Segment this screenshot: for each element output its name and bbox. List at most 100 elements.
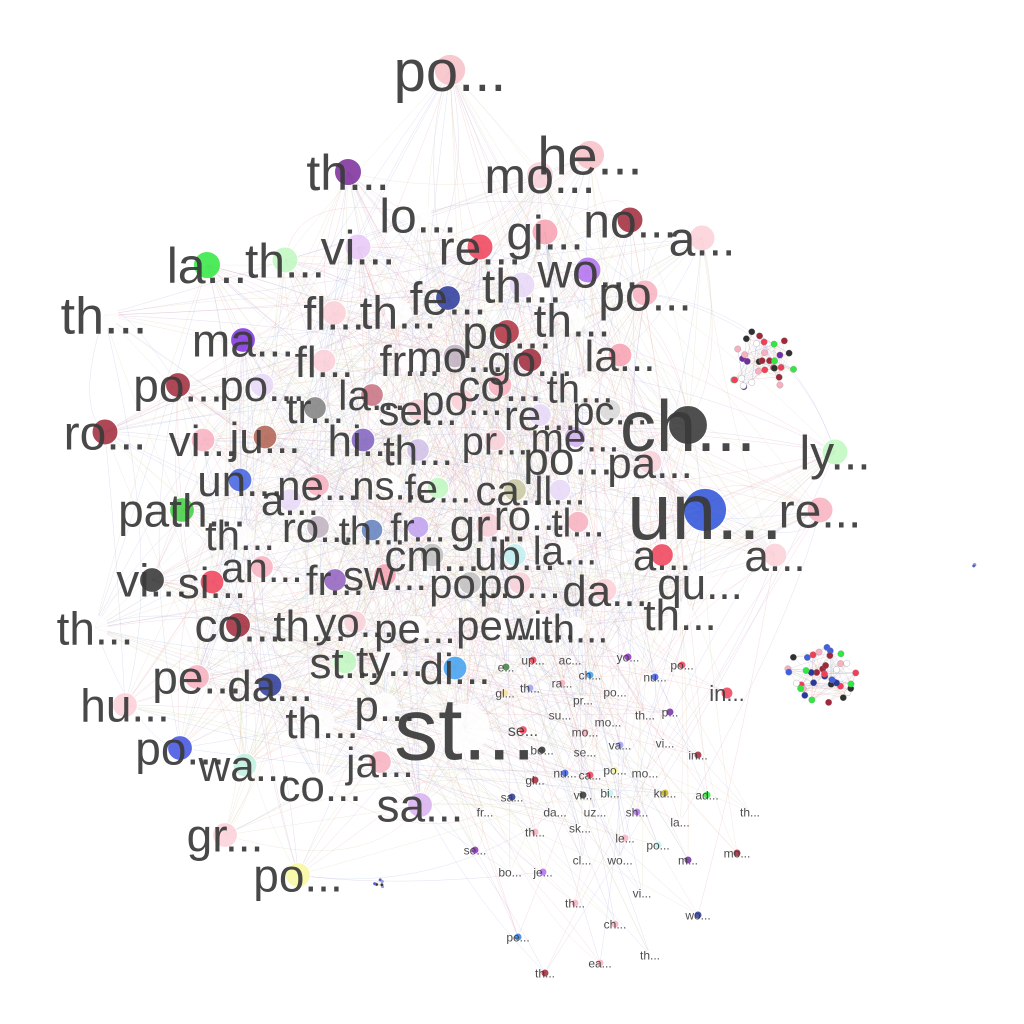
node-label: po... <box>253 850 343 902</box>
graph-edge <box>104 431 311 626</box>
graph-edge <box>104 359 411 433</box>
node-label: sa... <box>377 780 464 832</box>
graph-node <box>503 478 527 502</box>
graph-edge <box>521 284 689 426</box>
graph-node <box>620 833 630 843</box>
graph-node <box>470 845 480 855</box>
node-label: uz... <box>584 805 607 819</box>
graph-edge <box>541 237 703 751</box>
graph-node <box>212 822 238 848</box>
graph-node <box>560 768 570 778</box>
graph-edge <box>447 297 643 894</box>
graph-edge <box>244 457 569 766</box>
graph-edge <box>414 589 606 629</box>
graph-edge <box>539 174 663 556</box>
graph-edge <box>224 624 257 836</box>
graph-edge <box>124 704 616 772</box>
graph-node <box>688 224 716 252</box>
graph-edge <box>480 524 536 833</box>
graph-edge <box>124 661 346 715</box>
graph-node <box>475 512 501 538</box>
node-label: tr... <box>286 385 344 432</box>
graph-node <box>227 467 253 493</box>
graph-edge <box>196 339 254 678</box>
graph-edge <box>465 284 523 584</box>
graph-edge <box>297 549 566 876</box>
graph-edge <box>244 414 541 766</box>
node-label: pe... <box>374 605 456 652</box>
cluster-node <box>775 373 783 381</box>
graph-edge <box>179 384 501 749</box>
graph-edge <box>181 509 701 584</box>
cluster-node <box>828 676 836 684</box>
graph-node <box>683 855 693 865</box>
graph-edge <box>103 314 142 706</box>
graph-edge <box>509 424 689 873</box>
graph-edge <box>521 284 708 796</box>
graph-edge <box>589 154 728 694</box>
graph-edge <box>604 589 699 756</box>
cluster-edge <box>758 361 781 386</box>
cluster-edge <box>744 343 775 355</box>
cluster-edge <box>734 352 765 381</box>
graph-edge <box>104 246 481 433</box>
graph-edge <box>237 331 508 626</box>
graph-edge <box>357 246 573 321</box>
graph-node <box>507 792 517 802</box>
graph-edge <box>589 509 706 676</box>
cluster-node <box>770 364 778 372</box>
node-label: vi... <box>574 788 593 802</box>
graph-edge <box>701 237 776 556</box>
graph-edge <box>237 624 321 786</box>
node-label: su... <box>549 708 572 722</box>
cluster-edge <box>774 360 794 370</box>
node-label: mo... <box>406 333 504 382</box>
graph-edge <box>587 269 689 426</box>
graph-edge <box>297 772 646 876</box>
graph-node <box>435 285 461 311</box>
graph-edge <box>264 436 656 678</box>
graph-edge <box>333 312 466 729</box>
graph-edge <box>261 384 576 438</box>
node-label: gi... <box>506 207 583 260</box>
node-label: gl... <box>495 686 514 700</box>
node-label: co... <box>195 600 282 652</box>
cluster-node <box>776 381 784 389</box>
graph-node <box>426 476 450 500</box>
graph-edge <box>417 449 776 556</box>
graph-node <box>650 672 660 682</box>
node-label: ll... <box>534 469 585 513</box>
graph-node <box>568 376 592 400</box>
graph-edge <box>264 436 701 584</box>
graph-node <box>373 563 397 587</box>
cluster-edge <box>756 343 780 356</box>
graph-edge <box>599 219 636 964</box>
graph-edge <box>333 312 501 386</box>
graph-edge <box>334 246 481 581</box>
graph-node <box>687 570 713 596</box>
graph-edge <box>239 479 584 796</box>
graph-edge <box>177 384 663 556</box>
graph-edge <box>464 727 583 861</box>
graph-edge <box>94 509 706 629</box>
graph-edge <box>104 431 199 678</box>
graph-edge <box>532 231 554 661</box>
graph-edge <box>389 461 651 661</box>
graph-node <box>257 672 283 698</box>
node-label: mo... <box>484 148 595 204</box>
node-label: lo... <box>379 190 456 243</box>
node-label: fr... <box>379 337 440 386</box>
graph-edge <box>202 246 359 441</box>
node-label: p... <box>662 705 679 719</box>
graph-edge <box>240 526 319 766</box>
node-label: qu... <box>657 560 743 609</box>
graph-edge <box>261 384 699 756</box>
graph-edge <box>604 451 836 591</box>
graph-edge <box>179 384 501 749</box>
graph-edge <box>237 616 456 669</box>
node-label: th... <box>482 260 562 313</box>
graph-node <box>559 307 585 333</box>
graph-edge <box>347 171 516 491</box>
graph-edge <box>544 231 701 584</box>
graph-edge <box>409 246 483 361</box>
